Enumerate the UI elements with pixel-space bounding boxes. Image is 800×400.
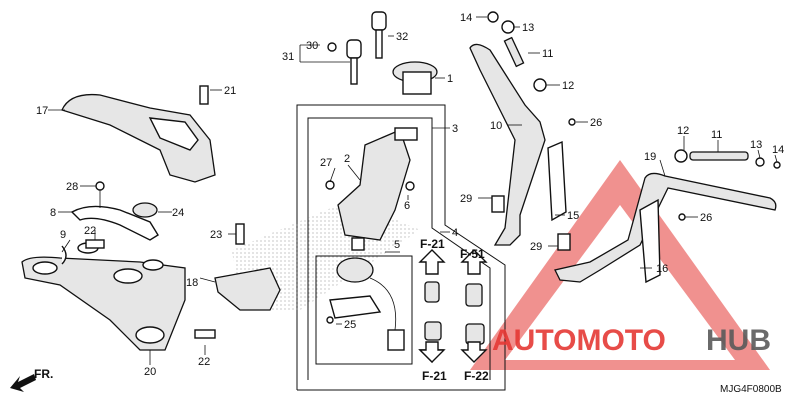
callout-26a: 26 [590, 117, 602, 129]
svg-text:AUTOMOTO: AUTOMOTO [492, 324, 666, 357]
callout-24: 24 [172, 207, 184, 219]
leader-lines [48, 16, 778, 365]
f-references: F-21 F-51 F-21 F-22 [420, 237, 489, 383]
watermark-text: AUTOMOTO HUB [492, 324, 771, 357]
callout-19: 19 [644, 151, 656, 163]
callout-26b: 26 [700, 212, 712, 224]
watermark-triangle [470, 160, 770, 370]
callout-8: 8 [50, 207, 56, 219]
switch-5 [326, 257, 405, 351]
top-cover-17 [61, 93, 216, 183]
callout-5: 5 [394, 239, 400, 251]
callout-15: 15 [567, 210, 579, 222]
callout-10: 10 [490, 120, 502, 132]
bracket-18 [214, 267, 281, 311]
callout-12a: 12 [562, 80, 574, 92]
callout-25: 25 [344, 319, 356, 331]
handlebar-10 [469, 43, 571, 251]
fref-f22: F-22 [464, 369, 489, 383]
callout-6: 6 [404, 200, 410, 212]
assembly-frame [296, 104, 506, 391]
callout-13a: 13 [522, 22, 534, 34]
callout-27: 27 [320, 157, 332, 169]
callout-1: 1 [447, 73, 453, 85]
lock-assembly-2 [325, 127, 418, 251]
callout-29b: 29 [530, 241, 542, 253]
callout-9: 9 [60, 229, 66, 241]
callout-4: 4 [452, 227, 458, 239]
callout-2: 2 [344, 153, 350, 165]
handlebar-19 [554, 149, 781, 284]
callout-17: 17 [36, 105, 48, 117]
keys [327, 11, 387, 85]
front-arrow: FR. [10, 367, 53, 392]
diagram-code: MJG4F0800B [720, 384, 782, 395]
front-label: FR. [34, 367, 53, 381]
callout-23: 23 [210, 229, 222, 241]
callout-12b: 12 [677, 125, 689, 137]
callout-22b: 22 [198, 356, 210, 368]
callout-30: 30 [306, 40, 318, 52]
svg-text:HUB: HUB [706, 324, 771, 357]
callout-13b: 13 [750, 139, 762, 151]
callout-11a: 11 [542, 48, 553, 60]
callout-21: 21 [224, 85, 236, 97]
callout-labels: 17 21 28 8 24 9 22 18 20 22 23 31 30 32 … [36, 12, 784, 378]
fref-f21-bottom: F-21 [422, 369, 447, 383]
callout-18: 18 [186, 277, 198, 289]
ignition-1 [392, 61, 438, 95]
small-parts-top [487, 11, 576, 126]
clamp-8 [70, 181, 159, 241]
callout-3: 3 [452, 123, 458, 135]
bottom-bridge-20 [21, 242, 186, 351]
callout-28: 28 [66, 181, 78, 193]
callout-32: 32 [396, 31, 408, 43]
callout-14b: 14 [772, 144, 784, 156]
fref-f51: F-51 [460, 247, 485, 261]
callout-22a: 22 [84, 225, 96, 237]
callout-11b: 11 [711, 129, 722, 141]
bolts-small [61, 85, 245, 339]
callout-29a: 29 [460, 193, 472, 205]
callout-20: 20 [144, 366, 156, 378]
fref-icons [418, 249, 488, 364]
fref-f21-top: F-21 [420, 237, 445, 251]
callout-16: 16 [656, 263, 668, 275]
callout-31: 31 [282, 51, 294, 63]
callout-14a: 14 [460, 12, 472, 24]
